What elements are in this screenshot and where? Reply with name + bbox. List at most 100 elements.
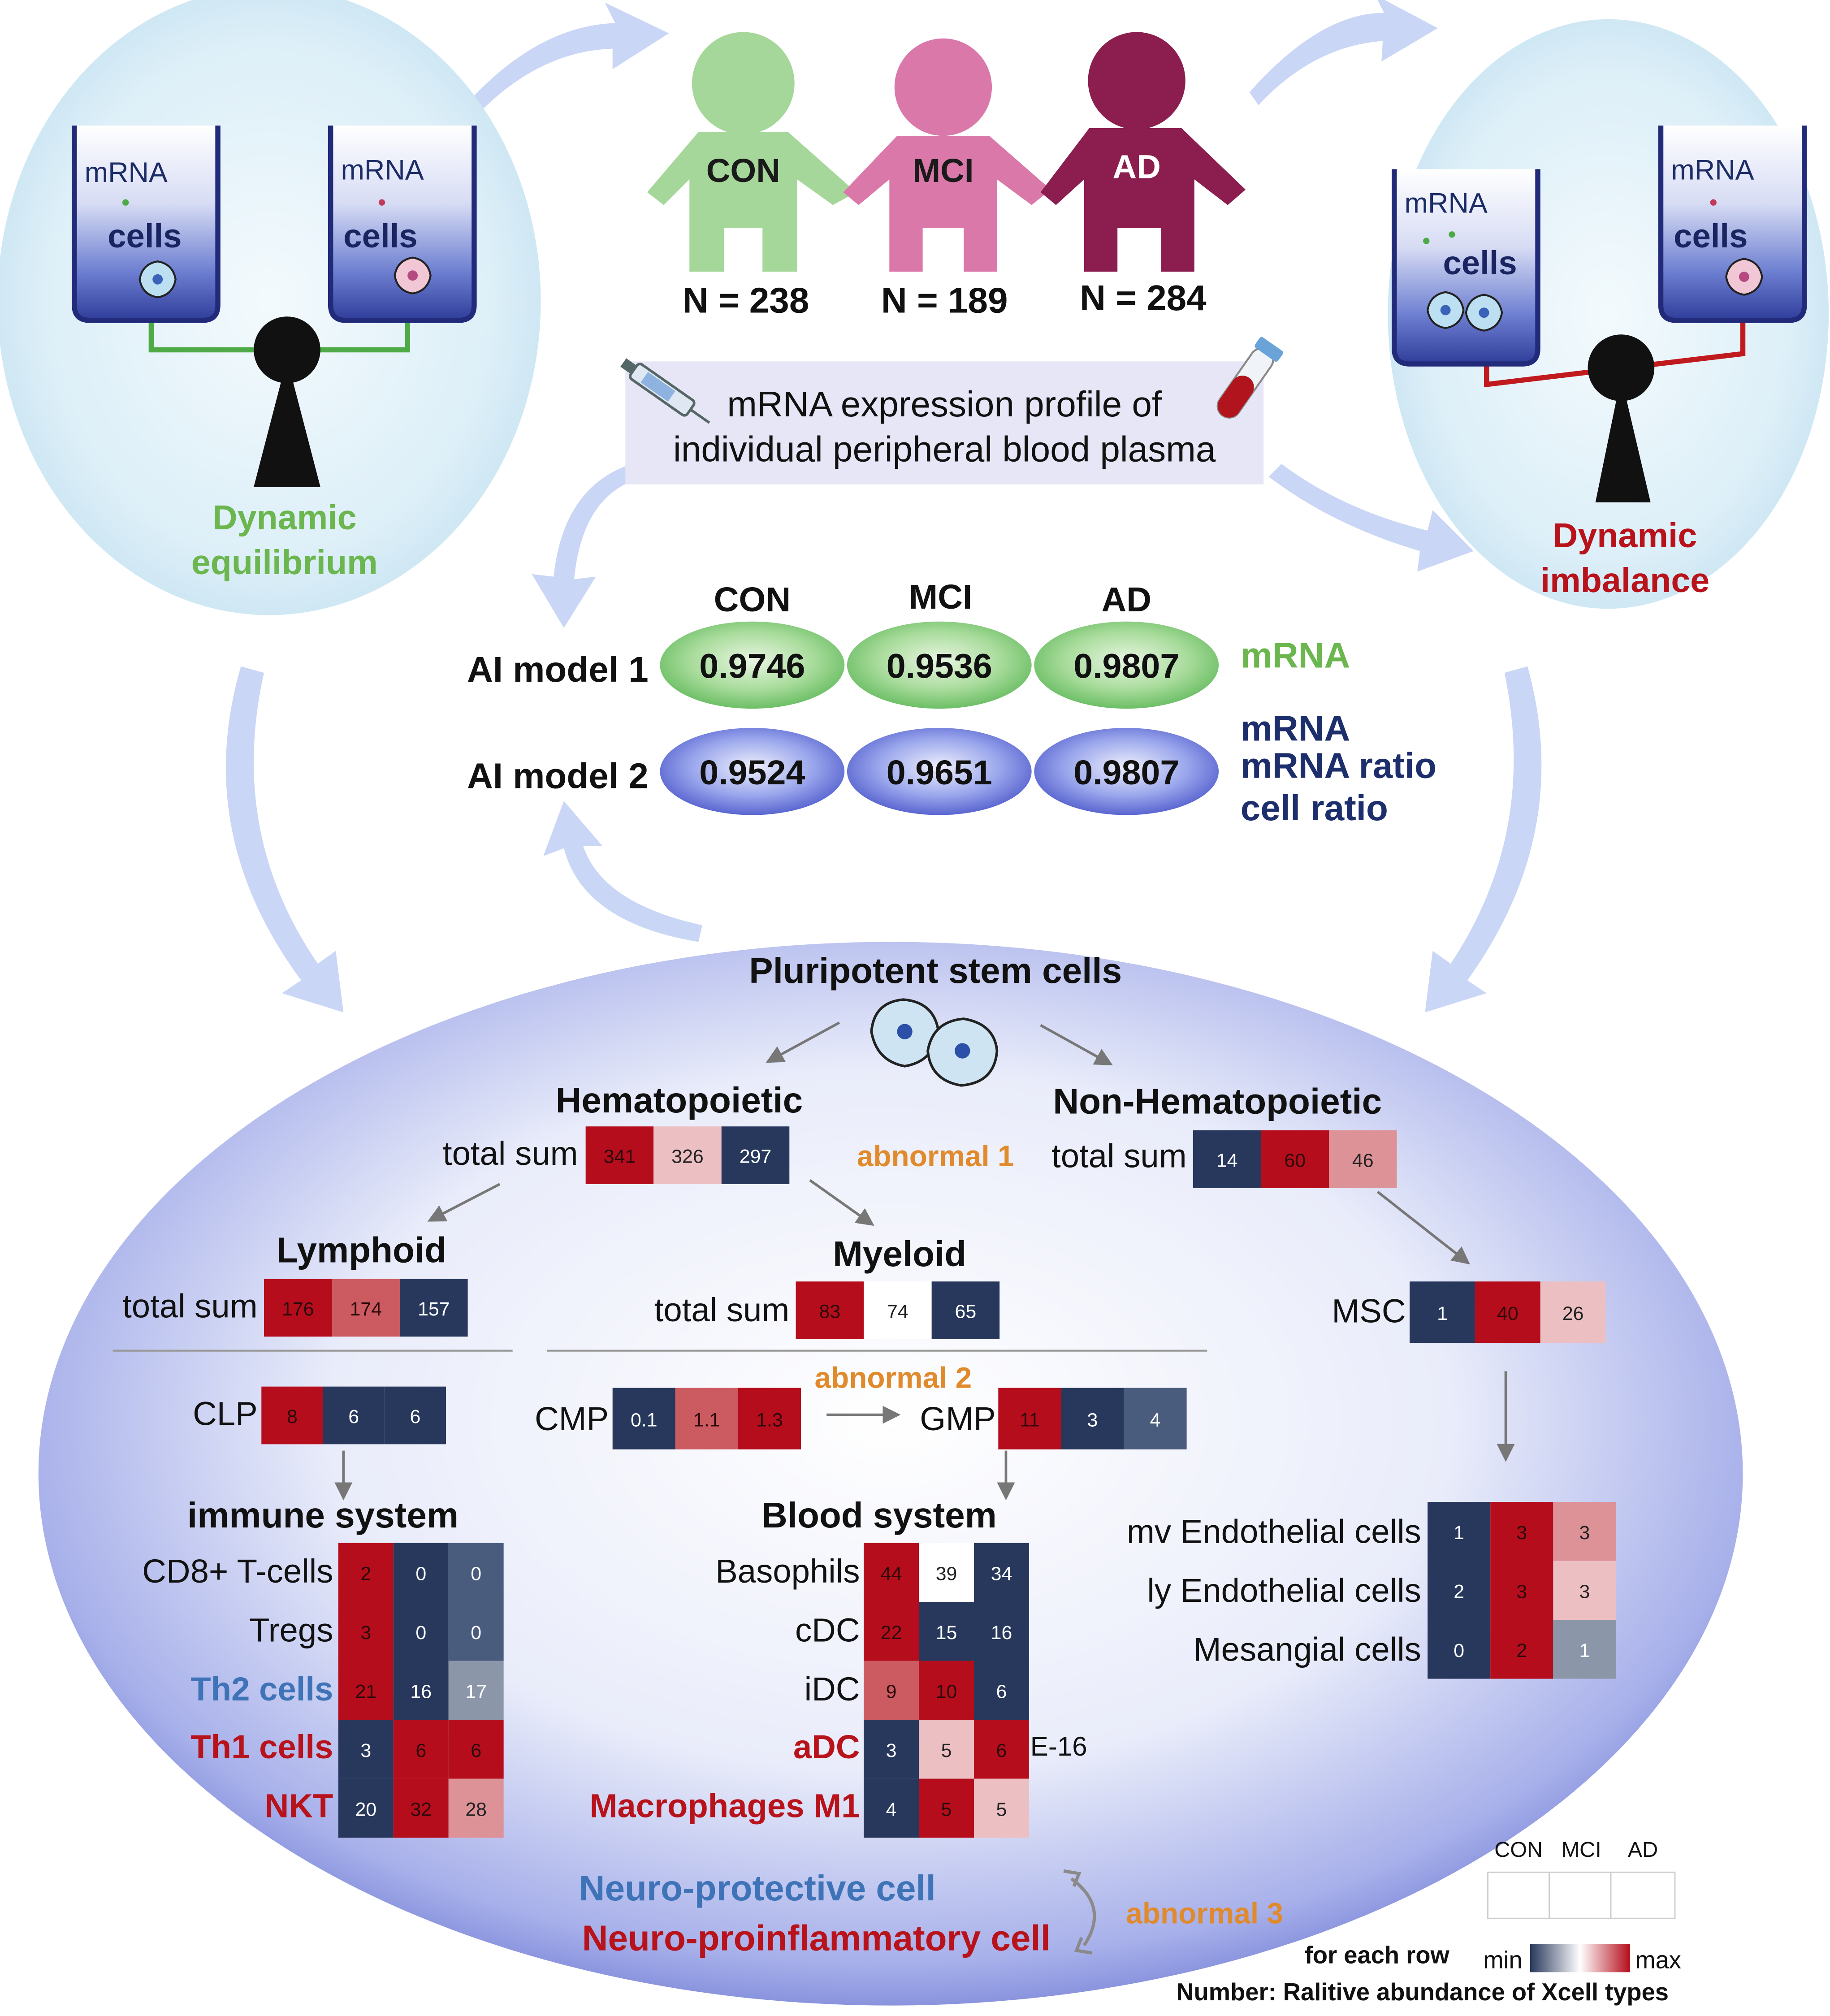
- right-balance: mRNA cells mRNA cells Dynamic imbal: [1388, 19, 1829, 609]
- immune-cell: [448, 1720, 504, 1779]
- beaker-mrna-label: mRNA: [1671, 154, 1754, 186]
- model2-feature-2: mRNA ratio: [1241, 746, 1436, 786]
- model1-ad-score: 0.9807: [1073, 647, 1179, 686]
- hematopoietic-title: Hematopoietic: [556, 1080, 803, 1120]
- endothelial-value: 1: [1454, 1522, 1464, 1544]
- blood-cell: [919, 1778, 974, 1838]
- endothelial-cell: [1553, 1561, 1616, 1620]
- hematopoietic-value: 341: [604, 1146, 636, 1168]
- clp-value: 6: [410, 1406, 420, 1428]
- immune-value: 17: [465, 1681, 487, 1702]
- blood-cell: [919, 1543, 974, 1602]
- blood-cell: [973, 1778, 1029, 1838]
- endothelial-row-label: Mesangial cells: [1194, 1631, 1421, 1668]
- flow-arrows: [225, 0, 1542, 1012]
- blood-row-label: aDC: [793, 1728, 860, 1765]
- non_hematopoietic-cell: [1328, 1130, 1397, 1188]
- cycle-arrow-icon: [1063, 1869, 1096, 1955]
- immune-cell: [338, 1543, 394, 1602]
- abnormal-3-label: abnormal 3: [1126, 1897, 1283, 1930]
- blood-cell: [864, 1778, 919, 1838]
- blood-cell: [919, 1661, 974, 1720]
- equilibrium-caption-2: equilibrium: [191, 543, 378, 582]
- immune-value: 28: [465, 1799, 487, 1820]
- endothelial-cell: [1490, 1561, 1553, 1620]
- model2-mci-score: 0.9651: [887, 753, 992, 792]
- endothelial-value: 3: [1516, 1581, 1527, 1602]
- immune-value: 20: [355, 1799, 376, 1820]
- blood-row-label: iDC: [805, 1670, 860, 1708]
- profile-line-2: individual peripheral blood plasma: [673, 429, 1216, 469]
- beaker-left: mRNA cells: [72, 125, 221, 323]
- endothelial-cell: [1428, 1561, 1491, 1620]
- endothelial-value: 3: [1579, 1581, 1590, 1602]
- endothelial-value: 1: [1579, 1640, 1590, 1661]
- blood-value: 9: [886, 1681, 897, 1702]
- person-mci-icon: [843, 38, 1051, 272]
- legend-col-con: CON: [1494, 1838, 1543, 1862]
- immune-value: 3: [360, 1622, 371, 1644]
- lineage-ellipse: [38, 942, 1743, 2006]
- model1-label: AI model 1: [467, 649, 649, 689]
- balance-pivot-icon: [1588, 334, 1655, 401]
- model2-feature-3: cell ratio: [1241, 788, 1388, 828]
- immune-value: 21: [355, 1681, 376, 1702]
- legend-col-mci: MCI: [1562, 1838, 1601, 1862]
- immune-value: 0: [471, 1622, 481, 1644]
- cmp-value: 0.1: [631, 1409, 658, 1431]
- blood-value: 34: [991, 1563, 1012, 1584]
- profile-line-1: mRNA expression profile of: [727, 384, 1162, 424]
- blood-value: 16: [991, 1622, 1012, 1644]
- myeloid-value: 65: [955, 1301, 977, 1323]
- endothelial-cell: [1490, 1620, 1553, 1679]
- non_hematopoietic-cell: [1261, 1130, 1329, 1188]
- blood-value: 5: [941, 1740, 952, 1761]
- blood-title: Blood system: [761, 1495, 997, 1535]
- msc-value: 26: [1562, 1303, 1584, 1324]
- blue-cell-icon: [138, 260, 177, 299]
- cmp-cell: [738, 1388, 801, 1449]
- stem-cells-title: Pluripotent stem cells: [749, 951, 1122, 991]
- blood-value: 4: [886, 1799, 897, 1820]
- msc-cell: [1410, 1281, 1475, 1343]
- clp-cell: [261, 1386, 323, 1445]
- immune-row-label: CD8+ T-cells: [142, 1553, 333, 1590]
- profile-box: mRNA expression profile of individual pe…: [620, 337, 1283, 485]
- ai-models: CON MCI AD AI model 1 0.9746 0.9536 0.98…: [467, 578, 1436, 828]
- non_hematopoietic-value: 14: [1216, 1150, 1238, 1171]
- cmp-cell: [675, 1388, 738, 1449]
- blood-cell: [864, 1661, 919, 1720]
- blood-value: 6: [996, 1681, 1007, 1702]
- blood-cell: [919, 1720, 974, 1779]
- hematopoietic-total-label: total sum: [443, 1135, 578, 1172]
- immune-row-label: Th1 cells: [190, 1728, 333, 1765]
- msc-cell: [1540, 1281, 1606, 1343]
- syringe-icon: [620, 358, 710, 424]
- myeloid-cell: [796, 1281, 864, 1339]
- lymphoid-title: Lymphoid: [277, 1230, 446, 1270]
- immune-cell: [448, 1543, 504, 1602]
- clp-cell: [323, 1386, 385, 1445]
- stem-cell-icon: [870, 998, 999, 1087]
- myeloid-cell: [864, 1281, 932, 1339]
- lineage-tree: Pluripotent stem cells Hematopoietic tot…: [112, 951, 1616, 1958]
- msc-value: 1: [1437, 1303, 1448, 1324]
- gmp-value: 3: [1087, 1409, 1098, 1431]
- legend-max: max: [1635, 1947, 1681, 1974]
- pink-cell-icon: [394, 256, 432, 294]
- blood-row-label: Macrophages M1: [589, 1787, 860, 1824]
- lymphoid-cell: [332, 1279, 400, 1337]
- myeloid-total-label: total sum: [654, 1291, 790, 1328]
- gmp-value: 4: [1150, 1409, 1161, 1431]
- beaker-cells-label: cells: [108, 217, 182, 255]
- endothelial-value: 2: [1454, 1581, 1464, 1602]
- endothelial-cell: [1553, 1620, 1616, 1679]
- immune-value: 3: [360, 1740, 371, 1761]
- blood-tube-icon: [1216, 337, 1283, 419]
- legend-note: Number: Ralitive abundance of Xcell type…: [1176, 1978, 1669, 2006]
- clp-value: 8: [287, 1406, 298, 1428]
- gmp-value: 11: [1020, 1409, 1040, 1431]
- immune-cell: [448, 1661, 504, 1720]
- immune-value: 6: [415, 1740, 426, 1761]
- msc-label: MSC: [1332, 1293, 1406, 1330]
